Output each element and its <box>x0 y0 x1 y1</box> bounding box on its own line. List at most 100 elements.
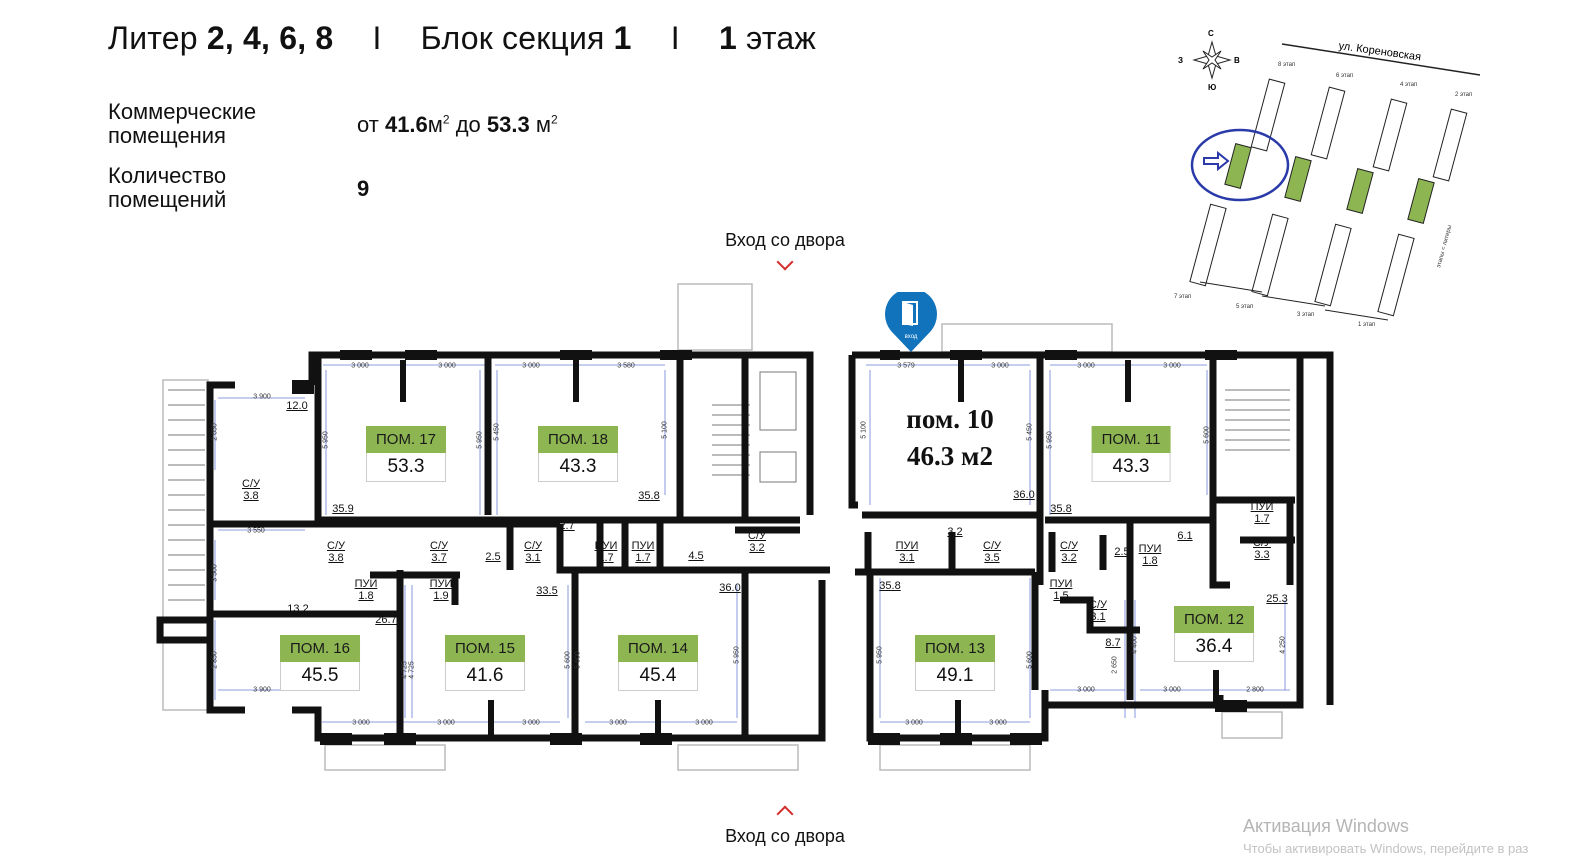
dimension-label: 3 000 <box>1077 362 1095 370</box>
range-from: от <box>357 112 379 137</box>
utility-area: 3.2 <box>1061 552 1077 564</box>
dimension-label: 3 000 <box>991 362 1009 370</box>
dimension-label: 2 800 <box>1246 686 1264 694</box>
separator: I <box>670 20 680 56</box>
utility-type: ПУИ <box>1138 543 1162 555</box>
label-line: помещения <box>108 123 226 148</box>
dimension-label: 5 450 <box>493 423 501 441</box>
unit: м <box>427 112 443 137</box>
dimension-label: 3 900 <box>253 393 271 401</box>
dimension-label: 5 600 <box>1203 426 1211 444</box>
block-label: Блок секция <box>420 20 605 56</box>
utility-area: 1.7 <box>635 552 651 564</box>
utility-type: ПУИ <box>631 540 655 552</box>
entrance-top-label: Вход со двора <box>725 230 845 250</box>
unit-sup: 2 <box>551 112 558 127</box>
dimension-label: 2 650 <box>1111 656 1119 674</box>
windows-activation-text: Чтобы активировать Windows, перейдите в … <box>1243 841 1529 856</box>
room-name: ПОМ. 12 <box>1174 606 1254 633</box>
entrance-bottom-label: Вход со двора <box>725 826 845 846</box>
dimension-label: 2 650 <box>211 423 219 441</box>
area-range: от 41.6м2 до 53.3 м2 <box>357 112 558 138</box>
utility-area: 1.9 <box>433 590 449 602</box>
dimension-label: 2 850 <box>211 651 219 669</box>
utility-area: 3.7 <box>431 552 447 564</box>
highlighted-room-area: 46.3 м2 <box>907 441 993 471</box>
sub-area-label: 3.2 <box>947 526 963 538</box>
utility-area: 3.1 <box>1090 611 1106 623</box>
label-line: помещений <box>108 187 227 212</box>
utility-type: ПУИ <box>429 578 453 590</box>
room-area: 43.3 <box>1091 453 1171 482</box>
utility-type: С/У <box>1089 599 1107 611</box>
sub-area-label: 36.0 <box>719 582 741 594</box>
dimension-label: 5 100 <box>860 421 868 439</box>
entrance-pin[interactable]: вход <box>880 292 942 354</box>
windows-activation-title: Активация Windows <box>1243 816 1409 836</box>
dimension-label: 5 600 <box>564 651 572 669</box>
count-value: 9 <box>357 176 370 201</box>
utility-area: 3.1 <box>899 552 915 564</box>
separator: I <box>372 20 382 56</box>
dimension-label: 3 900 <box>253 686 271 694</box>
sub-area-label: 13.2 <box>287 603 309 615</box>
dimension-label: 4 250 <box>1279 636 1287 654</box>
dimension-label: 3 000 <box>1163 686 1181 694</box>
room-name: ПОМ. 17 <box>366 426 446 453</box>
highlighted-room-title: пом. 10 <box>906 404 994 434</box>
highlight-ellipse <box>1190 128 1290 202</box>
stage-label: 7 этап <box>1174 294 1191 300</box>
label-line: Коммерческие <box>108 99 257 124</box>
utility-type: ПУИ <box>895 540 919 552</box>
room-name: ПОМ. 14 <box>618 635 698 662</box>
site-map: ул. Кореновская С З В Ю 8 этап 6 этап 4 … <box>1174 29 1481 328</box>
dimension-label: 3 500 <box>211 564 219 582</box>
stage-label: 8 этап <box>1278 62 1295 68</box>
floor-label: этаж <box>746 20 816 56</box>
utility-type: С/У <box>524 540 542 552</box>
sub-area-label: 8.7 <box>1105 637 1121 649</box>
utility-area: 3.5 <box>984 552 1000 564</box>
utility-type: ПУИ <box>1049 578 1073 590</box>
utility-area: 3.2 <box>749 542 765 554</box>
utility-type: С/У <box>242 478 260 490</box>
dimension-label: 5 950 <box>876 646 884 664</box>
dimension-label: 3 550 <box>247 527 265 535</box>
page-title: Литер 2, 4, 6, 8 I Блок секция 1 I 1 эта… <box>108 20 816 57</box>
utility-area: 1.7 <box>1254 513 1270 525</box>
stage-label: 6 этап <box>1336 73 1353 79</box>
sub-area-label: 26.7 <box>375 614 397 626</box>
sub-area-label: 12.0 <box>286 400 308 412</box>
compass-w: З <box>1178 56 1183 65</box>
sub-area-label: 4.5 <box>688 550 704 562</box>
block-value: 1 <box>613 20 632 56</box>
utility-type: С/У <box>1253 537 1271 549</box>
compass-e: В <box>1234 56 1240 65</box>
sub-area-label: 35.8 <box>638 490 660 502</box>
room-name: ПОМ. 13 <box>915 635 995 662</box>
dimension-label: 3 000 <box>351 362 369 370</box>
sub-area-label: 2.5 <box>485 551 501 563</box>
sub-area-label: 2.7 <box>559 520 575 532</box>
liter-value: 2, 4, 6, 8 <box>206 20 334 56</box>
unit-sup: 2 <box>442 112 450 127</box>
utility-type: ПУИ <box>1250 501 1274 513</box>
